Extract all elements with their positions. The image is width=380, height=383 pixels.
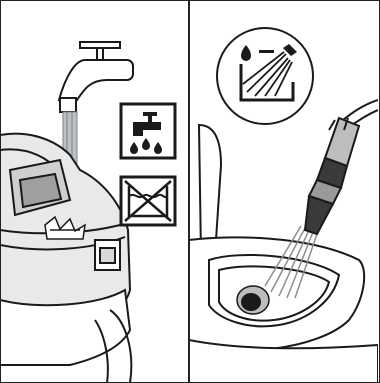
faucet-icon (59, 42, 133, 112)
water-jet-icon (217, 28, 313, 124)
panel-divider (188, 0, 190, 383)
spray-nozzle-icon (305, 100, 378, 234)
left-panel (0, 0, 189, 383)
appliance-body (0, 134, 131, 383)
right-panel (189, 0, 378, 383)
left-panel-illustration (0, 0, 189, 383)
right-panel-illustration (189, 0, 378, 383)
no-dishwasher-icon (121, 177, 175, 225)
drain-hole (237, 286, 269, 314)
water-rinse-symbol (121, 104, 175, 158)
